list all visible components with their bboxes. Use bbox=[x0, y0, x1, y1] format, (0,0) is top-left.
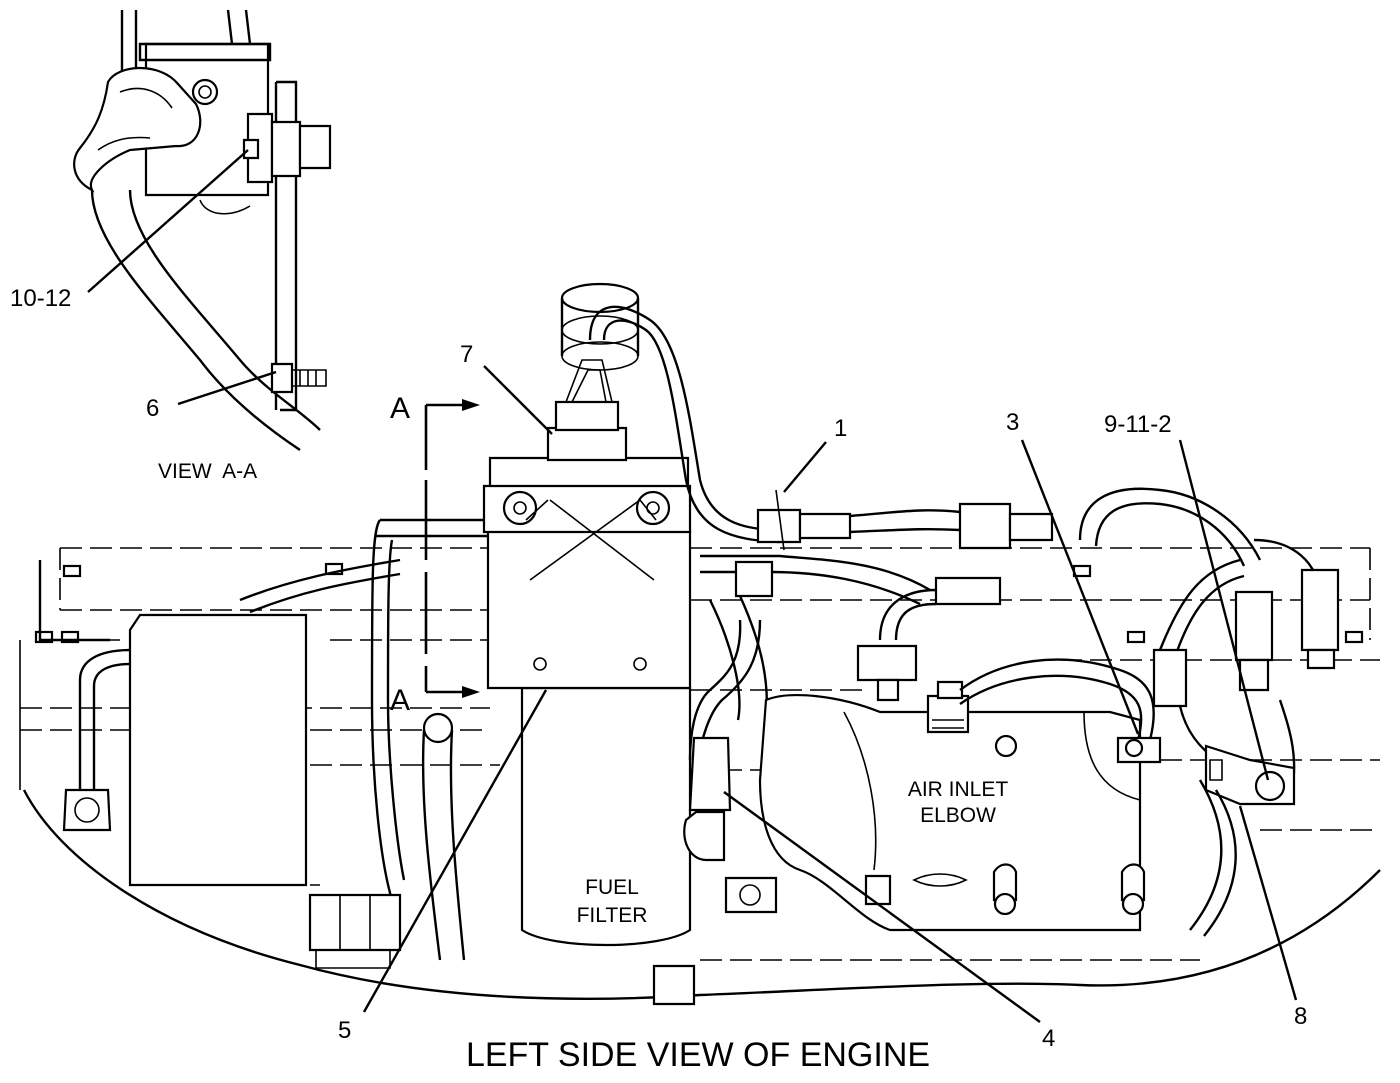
rail-bolts bbox=[34, 562, 1364, 644]
air-inlet-elbow bbox=[758, 680, 1146, 932]
leader-10-12 bbox=[87, 149, 249, 293]
leader-5 bbox=[362, 689, 548, 1013]
callout-1: 1 bbox=[834, 415, 847, 442]
fuel-filter-label-line2: FILTER bbox=[577, 904, 648, 927]
leader-4 bbox=[723, 791, 1041, 1023]
leader-9-11-2 bbox=[1178, 439, 1270, 781]
sensor-harness bbox=[560, 282, 781, 544]
engine-drawing bbox=[19, 282, 1381, 1006]
section-arrow-top bbox=[462, 399, 480, 411]
callout-6: 6 bbox=[146, 395, 159, 422]
fuel-filter-label-line1: FUEL bbox=[585, 876, 639, 899]
view-aa-label: VIEW A-A bbox=[158, 460, 257, 483]
callout-4: 4 bbox=[1042, 1025, 1055, 1052]
leader-6 bbox=[177, 370, 277, 406]
callout-8: 8 bbox=[1294, 1003, 1307, 1030]
leader-8 bbox=[1238, 805, 1298, 1001]
labels: 10-12 6 VIEW A-A 7 1 3 9-11-2 A A FUEL F… bbox=[10, 285, 1307, 1074]
leader-1 bbox=[783, 441, 827, 493]
fuel-filter bbox=[482, 359, 692, 947]
air-inlet-elbow-label-line2: ELBOW bbox=[920, 804, 996, 827]
diagram-title: LEFT SIDE VIEW OF ENGINE bbox=[466, 1036, 930, 1074]
section-line-a-a bbox=[424, 399, 480, 698]
callout-3: 3 bbox=[1006, 409, 1019, 436]
callout-9-11-2: 9-11-2 bbox=[1104, 411, 1172, 438]
section-mark-a-top: A bbox=[390, 392, 410, 425]
view-aa-detail bbox=[73, 9, 332, 451]
leader-7 bbox=[483, 365, 553, 435]
callout-10-12: 10-12 bbox=[10, 285, 71, 312]
callout-5: 5 bbox=[338, 1017, 351, 1044]
leader-3 bbox=[1020, 439, 1140, 735]
leader-lines bbox=[87, 149, 1298, 1023]
section-mark-a-bottom: A bbox=[390, 684, 410, 717]
section-arrow-bottom bbox=[462, 686, 480, 698]
callout-7: 7 bbox=[460, 341, 473, 368]
air-inlet-elbow-label-line1: AIR INLET bbox=[908, 778, 1009, 801]
